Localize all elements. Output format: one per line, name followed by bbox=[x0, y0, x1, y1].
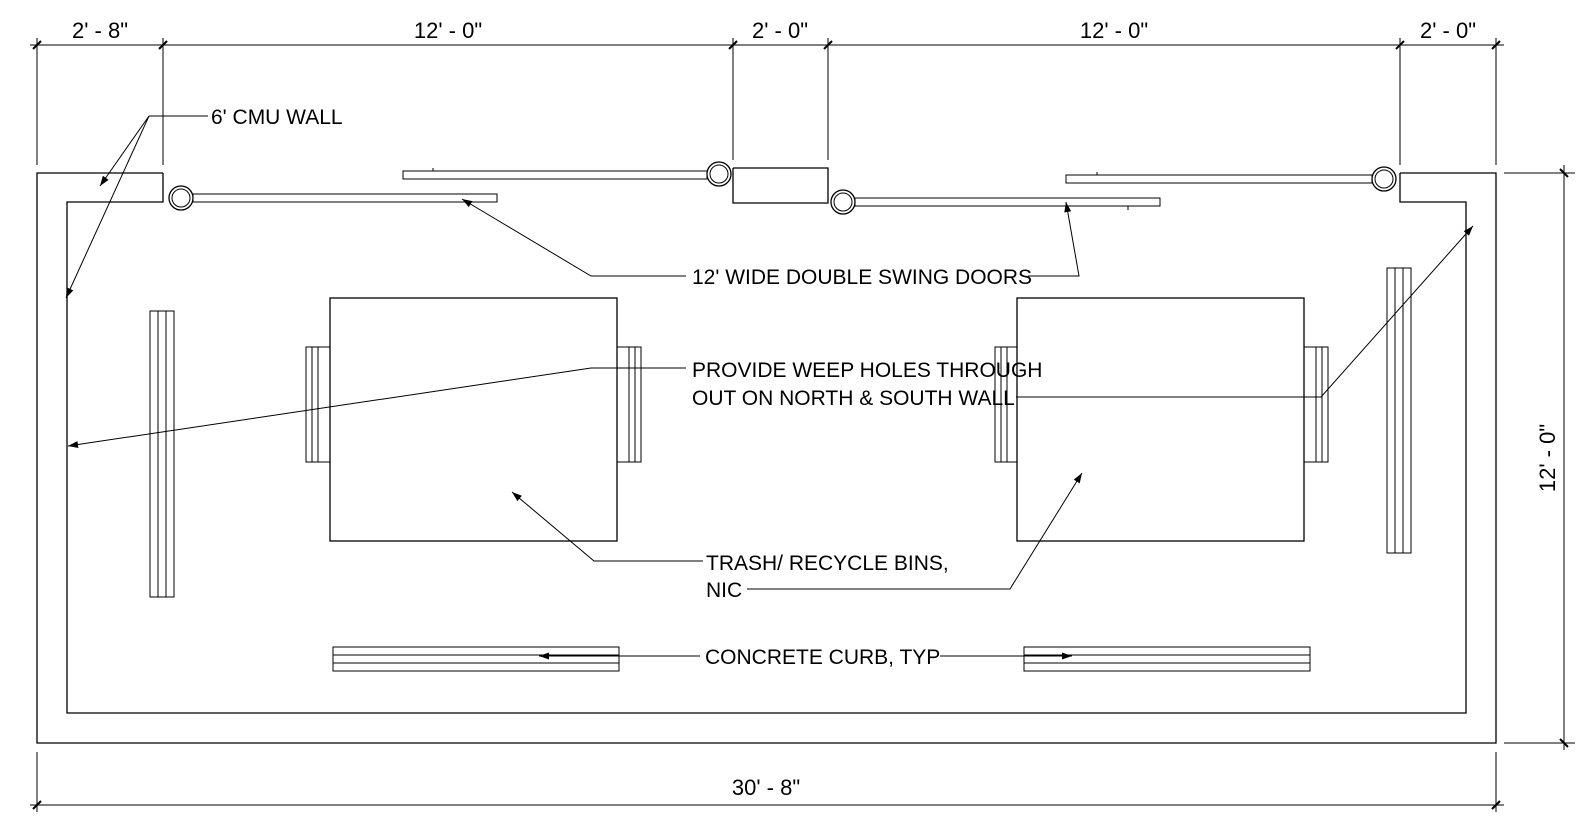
top-dimension-string bbox=[30, 38, 1504, 165]
dim-top-left-wall: 2' - 8" bbox=[72, 18, 128, 43]
dim-top-right-wall: 2' - 0" bbox=[1420, 18, 1476, 43]
leader-cmu-wall bbox=[65, 115, 208, 299]
dim-top-right-opening: 12' - 0" bbox=[1080, 18, 1148, 43]
trash-bin-left bbox=[305, 297, 642, 542]
label-bins-line2: NIC bbox=[706, 579, 742, 602]
label-bins-line1: TRASH/ RECYCLE BINS, bbox=[706, 552, 949, 575]
bottom-dimension-line bbox=[30, 752, 1504, 812]
label-doors: 12' WIDE DOUBLE SWING DOORS bbox=[692, 266, 1032, 289]
double-swing-doors bbox=[168, 161, 1397, 215]
dim-top-center-pier: 2' - 0" bbox=[752, 18, 808, 43]
label-weep-holes-line2: OUT ON NORTH & SOUTH WALL bbox=[692, 387, 1015, 410]
label-weep-holes-line1: PROVIDE WEEP HOLES THROUGH bbox=[692, 359, 1042, 382]
dim-top-left-opening: 12' - 0" bbox=[414, 18, 482, 43]
leader-doors bbox=[461, 198, 1080, 277]
dim-overall-depth: 12' - 0" bbox=[1535, 424, 1560, 492]
leader-bins bbox=[511, 472, 1083, 590]
label-curb: CONCRETE CURB, TYP bbox=[705, 646, 940, 669]
cmu-wall-outline bbox=[36, 167, 1497, 744]
dim-overall-width: 30' - 8" bbox=[732, 775, 800, 800]
leader-weep-holes bbox=[67, 225, 1474, 448]
concrete-curbs bbox=[149, 267, 1412, 672]
trash-bin-right bbox=[994, 297, 1329, 542]
label-cmu-wall: 6' CMU WALL bbox=[211, 106, 343, 129]
right-dimension-line bbox=[1504, 165, 1575, 750]
